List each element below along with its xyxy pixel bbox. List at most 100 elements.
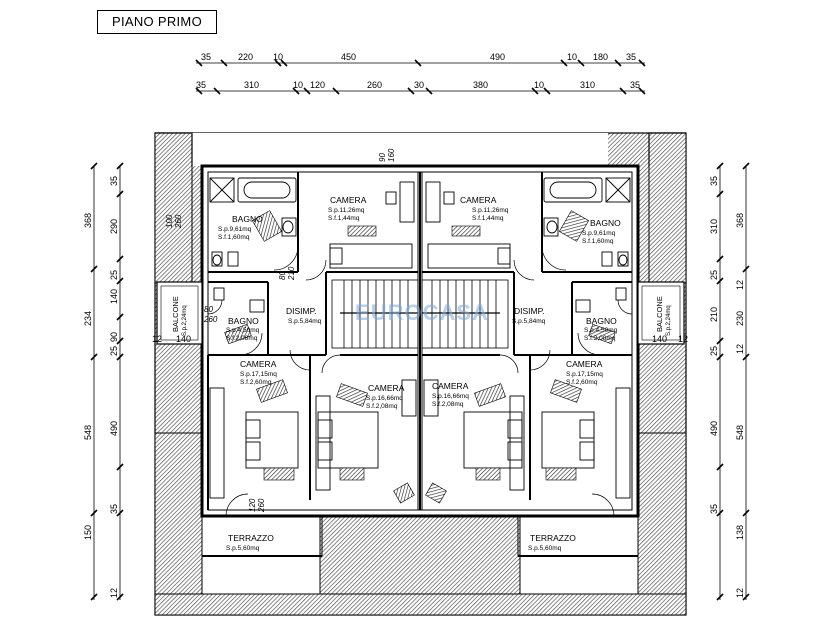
room-name: BAGNO xyxy=(586,316,617,326)
rugs xyxy=(224,210,616,504)
right-dimension-lines xyxy=(716,162,750,601)
room-area: S.p.16,66mq xyxy=(366,395,403,402)
room-area: S.p.16,66mq xyxy=(432,393,469,400)
left-dimension-lines xyxy=(90,162,124,601)
room-area: S.f.2,08mq xyxy=(584,335,616,342)
chair-icon xyxy=(443,191,455,205)
dim-label: 35 xyxy=(630,80,640,90)
room-name: CAMERA xyxy=(566,359,603,369)
room-name: DISIMP. xyxy=(286,306,317,316)
room-area: S.f.2,60mq xyxy=(566,379,598,386)
dim-label: 548 xyxy=(83,425,93,440)
room-area: S.f.1,60mq xyxy=(582,238,614,245)
room-area: S.p.4,50mq xyxy=(584,327,618,334)
balcone-dimensions: 140 12 140 12 xyxy=(152,334,688,344)
dim-label: 30 xyxy=(414,80,424,90)
rug-icon xyxy=(475,467,501,481)
rug-icon xyxy=(558,210,590,242)
dim-label: 35 xyxy=(201,52,211,62)
sink-icon xyxy=(575,299,591,313)
dim-label: 368 xyxy=(83,213,93,228)
room-name: BAGNO xyxy=(232,214,263,224)
roof-gap xyxy=(190,133,608,166)
dim-label: 310 xyxy=(580,80,595,90)
dim-label: 35 xyxy=(626,52,636,62)
interior-walls xyxy=(207,172,632,510)
dim-label: 10 xyxy=(567,52,577,62)
dim-label: 230 xyxy=(735,311,745,326)
room-name: CAMERA xyxy=(368,383,405,393)
dim-label: 150 xyxy=(83,525,93,540)
room-name: CAMERA xyxy=(432,381,469,391)
dim-label: 12 xyxy=(109,588,119,598)
top-dimension-lines xyxy=(195,59,646,95)
toilet-icon xyxy=(615,287,627,301)
rug-icon xyxy=(339,467,365,481)
room-area: S.p.2,24mq xyxy=(182,305,188,336)
roof-left-panel xyxy=(154,132,193,284)
door-icon xyxy=(305,259,327,281)
room-area: S.f.2,60mq xyxy=(240,379,272,386)
room-area: S.p.9,61mq xyxy=(582,230,616,237)
dim-label: 10 xyxy=(293,80,303,90)
right-dimension-labels: 368 230 548 138 35 310 25 12 210 12 25 4… xyxy=(709,176,745,598)
sink-icon xyxy=(543,217,559,237)
room-area: S.p.2,24mq xyxy=(666,305,672,336)
room-area: S.p.5,60mq xyxy=(528,545,562,552)
dim-label: 12 xyxy=(735,588,745,598)
window-height-label: 260 xyxy=(174,214,183,229)
bidet-icon xyxy=(227,251,239,267)
bathtub-icon xyxy=(237,177,297,203)
dim-label: 25 xyxy=(109,270,119,280)
door-icon xyxy=(207,299,223,315)
room-area: S.p.11,26mq xyxy=(472,207,509,214)
desk-icon xyxy=(399,181,415,223)
room-area: S.p.11,26mq xyxy=(328,207,365,214)
door-icon xyxy=(529,349,551,371)
window-height-label: 160 xyxy=(387,148,396,162)
room-area: S.f.2,08mq xyxy=(226,335,258,342)
window-width-label: 90 xyxy=(378,153,387,162)
dim-label: 260 xyxy=(367,80,382,90)
rug-icon xyxy=(251,210,283,242)
room-area: S.p.9,61mq xyxy=(218,226,252,233)
dim-label: 25 xyxy=(709,270,719,280)
room-area: S.f.1,60mq xyxy=(218,234,250,241)
shower-icon xyxy=(209,177,235,203)
wardrobe-icon xyxy=(423,379,439,417)
dim-label: 10 xyxy=(534,80,544,90)
door-icon xyxy=(591,493,615,517)
room-area: S.p.17,15mq xyxy=(240,371,277,378)
sink-icon xyxy=(281,217,297,237)
toilet-icon xyxy=(211,251,223,267)
dim-label: 380 xyxy=(473,80,488,90)
door-height-label: 260 xyxy=(257,498,266,513)
door-icon xyxy=(225,493,249,517)
rug-icon xyxy=(347,225,377,237)
rug-icon xyxy=(263,467,295,481)
door-swings xyxy=(207,245,633,517)
dim-label: 35 xyxy=(709,176,719,186)
door-icon xyxy=(499,354,519,374)
room-area: S.p.5,84mq xyxy=(512,318,546,325)
watermark-logo: EUROCASA xyxy=(355,300,489,325)
desk-icon xyxy=(425,181,441,223)
room-labels: BAGNO S.p.9,61mq S.f.1,60mq CAMERA S.p.1… xyxy=(171,195,672,552)
rug-icon xyxy=(588,323,616,345)
door-width-label: 120 xyxy=(248,498,257,512)
door-height-label: 260 xyxy=(203,315,218,324)
wardrobe-icon xyxy=(615,387,631,499)
door-height-label: 210 xyxy=(287,266,296,281)
room-area: S.p.4,50mq xyxy=(226,327,260,334)
room-name: BAGNO xyxy=(590,218,621,228)
room-name: BALCONE xyxy=(171,296,180,332)
toilet-icon xyxy=(617,251,629,267)
dim-label: 490 xyxy=(490,52,505,62)
sink-icon xyxy=(249,299,265,313)
rug-icon xyxy=(393,482,415,504)
dim-label: 450 xyxy=(341,52,356,62)
room-area: S.f.2,08mq xyxy=(432,401,464,408)
dim-label: 120 xyxy=(310,80,325,90)
dim-label: 35 xyxy=(709,504,719,514)
dim-label: 140 xyxy=(109,289,119,304)
